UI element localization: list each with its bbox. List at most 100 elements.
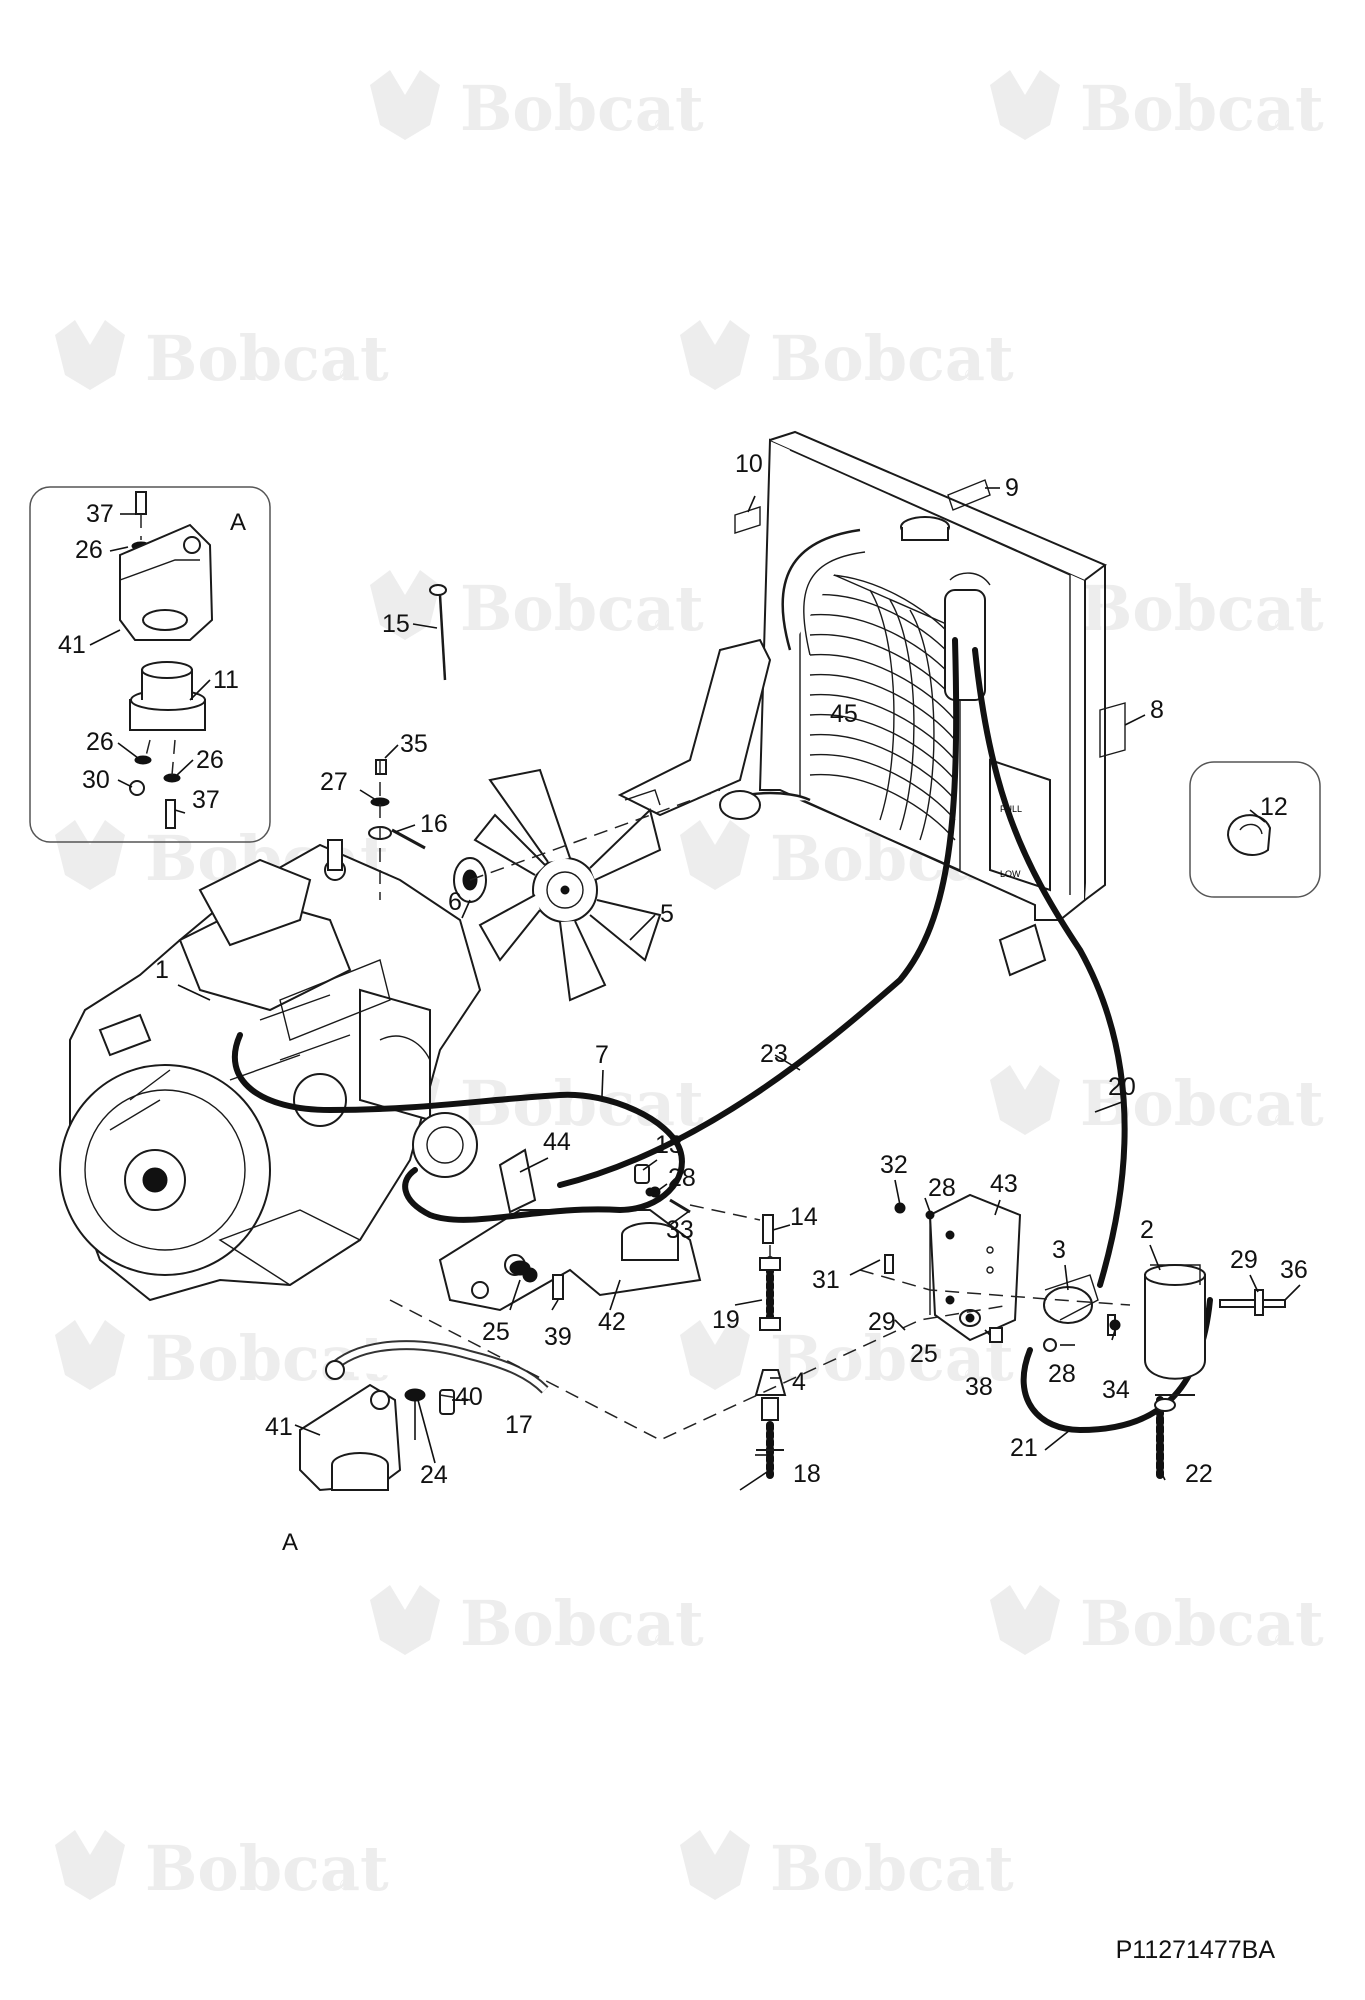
callout-1: 1 xyxy=(155,956,169,984)
watermark-registered: ® xyxy=(965,1877,977,1894)
callout-26: 26 xyxy=(75,536,103,564)
callout-34: 34 xyxy=(1102,1376,1130,1404)
bobcat-logo-icon xyxy=(680,1830,750,1900)
callout-28: 28 xyxy=(1048,1360,1076,1388)
bobcat-watermark: Bobcat® xyxy=(55,1830,389,1905)
center-fuel-line-parts xyxy=(634,1164,787,1479)
callout-3: 3 xyxy=(1052,1236,1066,1264)
callout-36: 36 xyxy=(1280,1256,1308,1284)
bobcat-watermark: Bobcat® xyxy=(370,70,704,145)
callout-13: 13 xyxy=(655,1131,683,1159)
callout-31: 31 xyxy=(812,1266,840,1294)
watermark-brand: Bobcat xyxy=(770,322,1014,395)
bobcat-logo-icon xyxy=(370,1585,440,1655)
bobcat-logo-icon xyxy=(55,820,125,890)
bobcat-logo-icon xyxy=(370,570,440,640)
callout-40: 40 xyxy=(455,1383,483,1411)
watermark-brand: Bobcat xyxy=(1080,1587,1324,1660)
small-parts xyxy=(368,584,1321,1276)
callout-29: 29 xyxy=(1230,1246,1258,1274)
callout-22: 22 xyxy=(1185,1460,1213,1488)
leader-lines xyxy=(89,487,1301,1491)
callout-37: 37 xyxy=(192,786,220,814)
watermark-registered: ® xyxy=(340,367,352,384)
drawing-part-code: P11271477BA xyxy=(1115,1936,1275,1964)
callout-18: 18 xyxy=(793,1460,821,1488)
watermark-registered: ® xyxy=(1275,1112,1287,1129)
watermark-brand: Bobcat xyxy=(145,1832,389,1905)
callout-24: 24 xyxy=(420,1461,448,1489)
callout-33: 33 xyxy=(666,1216,694,1244)
bobcat-watermark: Bobcat® xyxy=(680,320,1014,395)
bobcat-logo-icon xyxy=(990,1065,1060,1135)
callout-7: 7 xyxy=(595,1041,609,1069)
fuel-filter-assembly xyxy=(884,1193,1286,1412)
bobcat-watermark: Bobcat® xyxy=(55,320,389,395)
callout-2: 2 xyxy=(1140,1216,1154,1244)
callout-8: 8 xyxy=(1150,696,1164,724)
callout-43: 43 xyxy=(990,1170,1018,1198)
watermark-brand: Bobcat xyxy=(1080,572,1324,645)
bobcat-watermark: Bobcat® xyxy=(370,1585,704,1660)
bobcat-logo-icon xyxy=(680,320,750,390)
callout-11: 11 xyxy=(213,666,239,694)
callout-25: 25 xyxy=(910,1340,938,1368)
bobcat-logo-icon xyxy=(55,320,125,390)
callout-21: 21 xyxy=(1010,1434,1038,1462)
watermark-registered: ® xyxy=(340,1877,352,1894)
bobcat-logo-icon xyxy=(990,70,1060,140)
bobcat-logo-icon xyxy=(55,1830,125,1900)
callout-26: 26 xyxy=(86,728,114,756)
callout-37: 37 xyxy=(86,500,114,528)
bobcat-watermark: Bobcat® xyxy=(680,1830,1014,1905)
callout-35: 35 xyxy=(400,730,428,758)
tank-full-mark: FULL xyxy=(1000,804,1022,814)
watermark-registered: ® xyxy=(655,1632,667,1649)
bobcat-watermark: Bobcat® xyxy=(990,70,1324,145)
callout-41: 41 xyxy=(265,1413,293,1441)
callout-45: 45 xyxy=(830,700,858,728)
mount-bracket xyxy=(438,1148,702,1312)
callout-16: 16 xyxy=(420,810,448,838)
bobcat-logo-icon xyxy=(370,70,440,140)
assembly-centerlines xyxy=(379,760,1131,1441)
callout-17: 17 xyxy=(505,1411,533,1439)
callout-26: 26 xyxy=(196,746,224,774)
callout-28: 28 xyxy=(668,1164,696,1192)
callout-39: 39 xyxy=(544,1323,572,1351)
watermark-registered: ® xyxy=(965,367,977,384)
bobcat-logo-icon xyxy=(680,1320,750,1390)
callout-4: 4 xyxy=(792,1368,806,1396)
watermark-brand: Bobcat xyxy=(1080,72,1324,145)
callout-10: 10 xyxy=(735,450,763,478)
watermark-layer: Bobcat®Bobcat®Bobcat®Bobcat®Bobcat®Bobca… xyxy=(55,70,1324,1905)
watermark-registered: ® xyxy=(655,617,667,634)
fuel-hoses xyxy=(232,637,1213,1479)
callout-27: 27 xyxy=(320,768,348,796)
callout-20: 20 xyxy=(1108,1073,1136,1101)
callout-25: 25 xyxy=(482,1318,510,1346)
watermark-registered: ® xyxy=(1275,117,1287,134)
callouts: 37 26 41 11 26 26 30 37 15 35 27 16 6 5 … xyxy=(58,450,1308,1556)
bobcat-watermark: Bobcat® xyxy=(370,570,704,645)
detail-a-inset: A xyxy=(29,486,271,843)
watermark-registered: ® xyxy=(965,1367,977,1384)
callout-6: 6 xyxy=(448,888,462,916)
bobcat-watermark: Bobcat® xyxy=(990,1585,1324,1660)
callout-44: 44 xyxy=(543,1128,571,1156)
engine-block xyxy=(59,839,482,1302)
bobcat-logo-icon xyxy=(680,820,750,890)
bobcat-logo-icon xyxy=(990,1585,1060,1655)
bobcat-watermark: Bobcat® xyxy=(55,1320,389,1395)
bobcat-watermark: Bobcat® xyxy=(990,1065,1324,1140)
callout-5: 5 xyxy=(660,900,674,928)
bobcat-logo-icon xyxy=(55,1320,125,1390)
callout-32: 32 xyxy=(880,1151,908,1179)
callout-19: 19 xyxy=(712,1306,740,1334)
callout-9: 9 xyxy=(1005,474,1019,502)
watermark-brand: Bobcat xyxy=(145,322,389,395)
callout-15: 15 xyxy=(382,610,410,638)
watermark-brand: Bobcat xyxy=(460,572,704,645)
watermark-brand: Bobcat xyxy=(460,1587,704,1660)
